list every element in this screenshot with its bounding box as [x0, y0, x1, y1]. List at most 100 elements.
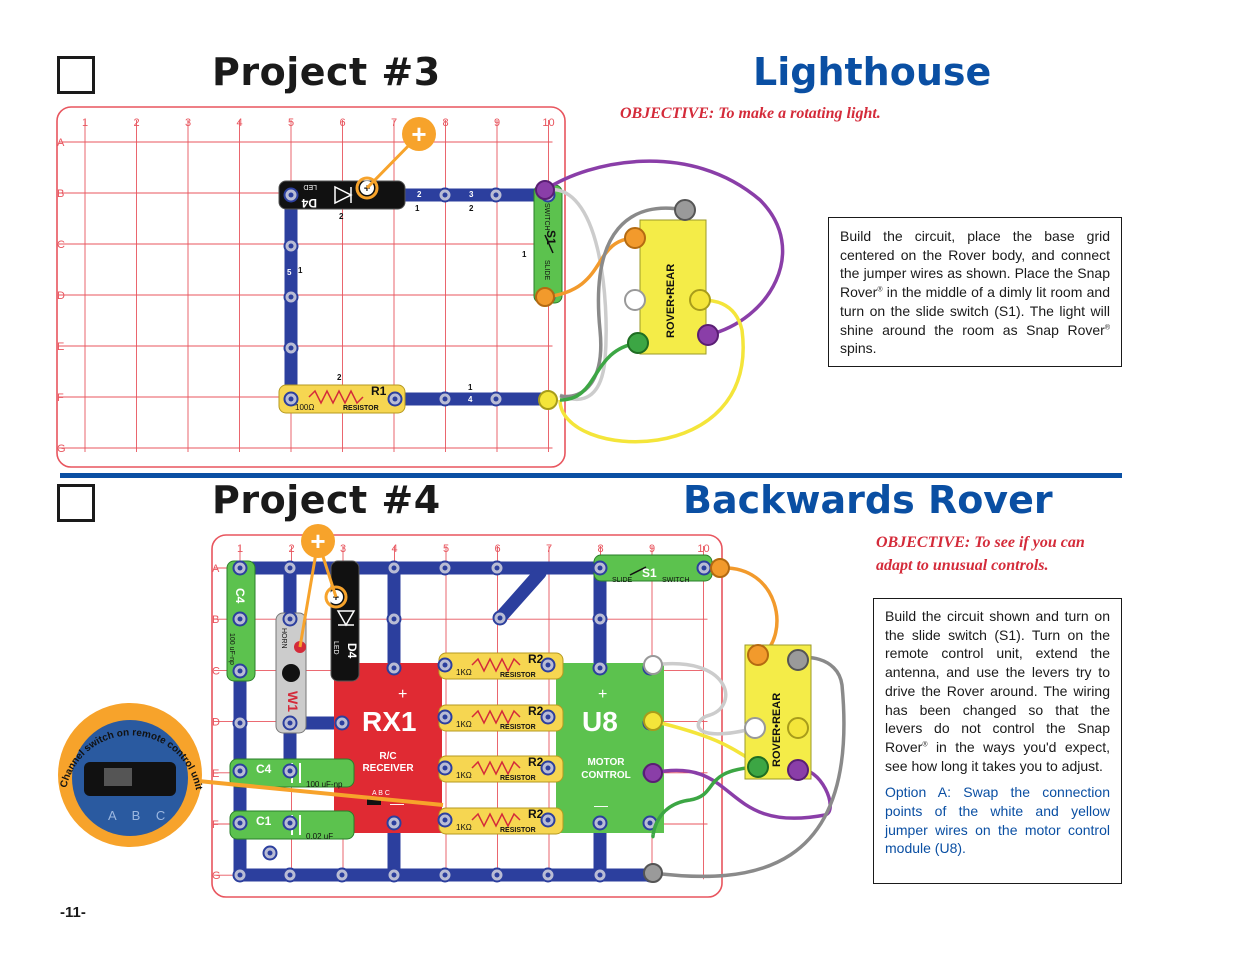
project4-col-label: 4	[391, 543, 397, 555]
svg-text:RESISTOR: RESISTOR	[500, 672, 536, 679]
project4-option-a: Option A: Swap the connection points of …	[885, 784, 1110, 857]
project3-row-label: A	[57, 137, 65, 149]
project4-col-label: 7	[546, 543, 552, 555]
project3-col-label: 4	[236, 117, 242, 129]
project4-row-label: E	[212, 768, 219, 780]
svg-text:0.02 uF: 0.02 uF	[306, 832, 333, 841]
project3-checkbox[interactable]	[57, 56, 95, 94]
svg-text:100Ω: 100Ω	[295, 403, 314, 412]
project3-col-label: 8	[442, 117, 448, 129]
svg-text:R/C: R/C	[379, 751, 396, 762]
project3-row-label: C	[57, 239, 65, 251]
svg-text:ROVER•REAR: ROVER•REAR	[771, 693, 783, 767]
project4-col-label: 8	[597, 543, 603, 555]
project3-plus-callout	[402, 117, 436, 151]
project4-checkbox[interactable]	[57, 484, 95, 522]
project3-row-label: G	[57, 443, 66, 455]
svg-text:SLIDE: SLIDE	[543, 260, 550, 281]
project4-row-label: D	[212, 717, 220, 729]
svg-text:3: 3	[469, 190, 474, 199]
project4-led-d4: + D4 LED	[329, 560, 360, 682]
svg-text:+: +	[598, 686, 607, 703]
svg-text:100 uF-np: 100 uF-np	[228, 633, 235, 665]
svg-text:2: 2	[417, 190, 422, 199]
svg-text:HORN: HORN	[280, 628, 287, 649]
svg-text:W1: W1	[285, 691, 301, 712]
svg-text:RX1: RX1	[362, 706, 416, 737]
svg-text:1KΩ: 1KΩ	[456, 668, 472, 677]
project3-col-label: 10	[542, 117, 554, 129]
project3-rover-rear: ROVER•REAR	[639, 219, 707, 355]
project4-rover-connection: ROVER•REAR	[643, 558, 846, 883]
svg-text:S1: S1	[544, 230, 558, 245]
project4-objective: OBJECTIVE: To see if you can adapt to un…	[876, 534, 1085, 574]
svg-text:RESISTOR: RESISTOR	[500, 724, 536, 731]
svg-text:RECEIVER: RECEIVER	[362, 763, 414, 774]
project4-plus-callout	[301, 524, 335, 558]
project4-col-label: 9	[649, 543, 655, 555]
project4-col-label: 2	[288, 543, 294, 555]
svg-text:SLIDE: SLIDE	[612, 577, 633, 584]
project3-title: Project #3	[212, 50, 441, 94]
svg-text:—: —	[594, 797, 608, 813]
project3-col-label: 5	[288, 117, 294, 129]
svg-text:2: 2	[337, 373, 342, 382]
svg-text:S1: S1	[642, 566, 657, 580]
svg-text:1KΩ: 1KΩ	[456, 771, 472, 780]
svg-text:1: 1	[415, 204, 420, 213]
svg-text:MOTOR: MOTOR	[587, 757, 625, 768]
project3-row-label: D	[57, 290, 65, 302]
project4-col-label: 5	[443, 543, 449, 555]
project3-col-label: 7	[391, 117, 397, 129]
project4-name: Backwards Rover	[683, 478, 1053, 522]
svg-text:+: +	[398, 686, 407, 703]
svg-text:1KΩ: 1KΩ	[456, 720, 472, 729]
svg-text:100 uF-np: 100 uF-np	[306, 780, 343, 789]
svg-text:—: —	[390, 795, 404, 811]
svg-text:ROVER•REAR: ROVER•REAR	[665, 264, 677, 338]
svg-text:R2: R2	[528, 704, 544, 718]
svg-text:RESISTOR: RESISTOR	[500, 775, 536, 782]
svg-text:2: 2	[469, 204, 474, 213]
project3-rover-connection: ROVER•REAR	[535, 159, 785, 444]
svg-text:C1: C1	[256, 814, 272, 828]
section-divider	[60, 473, 1122, 478]
project3-d4-label: D4	[301, 196, 317, 210]
svg-text:SWITCH: SWITCH	[543, 203, 550, 231]
svg-text:A B C: A B C	[372, 790, 390, 797]
svg-text:C4: C4	[256, 762, 272, 776]
project3-d4-led-text: LED	[303, 183, 317, 190]
project3-objective: OBJECTIVE: To make a rotating light.	[620, 105, 881, 122]
svg-text:R1: R1	[371, 384, 387, 398]
svg-text:1KΩ: 1KΩ	[456, 823, 472, 832]
project3-row-label: F	[57, 392, 64, 404]
project4-col-label: 10	[697, 543, 709, 555]
project4-motor-control-u8: + U8 MOTOR CONTROL —	[556, 663, 664, 833]
svg-text:+: +	[310, 526, 325, 556]
project4-row-label: F	[212, 819, 219, 831]
project3-instructions: Build the circuit, place the base grid c…	[828, 217, 1122, 367]
svg-text:1: 1	[468, 383, 473, 392]
project4-col-label: 6	[494, 543, 500, 555]
svg-text:+: +	[364, 183, 370, 195]
svg-text:2: 2	[339, 212, 344, 221]
svg-text:U8: U8	[582, 706, 618, 737]
svg-text:RESISTOR: RESISTOR	[343, 405, 379, 412]
svg-text:D4: D4	[345, 643, 359, 659]
svg-text:1: 1	[298, 266, 303, 275]
svg-text:R2: R2	[528, 755, 544, 769]
svg-text:R2: R2	[528, 807, 544, 821]
svg-text:CONTROL: CONTROL	[581, 770, 630, 781]
project3-row-label: E	[57, 341, 64, 353]
project4-horn-w1: HORN W1	[275, 612, 307, 734]
svg-text:RESISTOR: RESISTOR	[500, 827, 536, 834]
svg-text:5: 5	[287, 268, 292, 277]
remote-channel-switch-inset: A B C Channel switch on remote control u…	[57, 692, 444, 847]
svg-text:+: +	[411, 119, 426, 149]
project3-name: Lighthouse	[753, 50, 992, 94]
project4-row-label: C	[212, 665, 220, 677]
project4-row-label: G	[212, 870, 221, 882]
project4-instructions: Build the circuit shown and turn on the …	[873, 598, 1122, 884]
